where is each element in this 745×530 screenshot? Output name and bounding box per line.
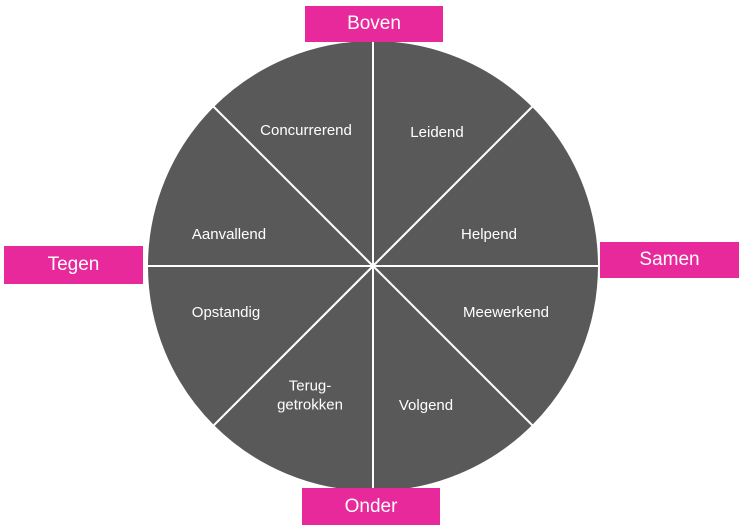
segment-label-aanvallend: Aanvallend <box>192 226 266 243</box>
axis-label-left: Tegen <box>4 246 143 284</box>
segment-aanvallend <box>145 104 376 267</box>
axis-label-bottom: Onder <box>302 488 440 525</box>
segment-label-leidend: Leidend <box>410 124 463 141</box>
segment-helpend <box>370 104 601 267</box>
segment-label-meewerkend: Meewerkend <box>463 304 549 321</box>
segment-label-helpend: Helpend <box>461 226 517 243</box>
segment-label-teruggetrokken: Terug-getrokken <box>277 378 343 414</box>
segment-opstandig <box>145 265 376 428</box>
segment-meewerkend <box>370 265 601 428</box>
segment-label-volgend: Volgend <box>399 397 453 414</box>
axis-label-top: Boven <box>305 6 443 42</box>
segment-label-opstandig: Opstandig <box>192 304 260 321</box>
segment-label-concurrerend: Concurrerend <box>260 122 352 139</box>
axis-label-right: Samen <box>600 242 739 278</box>
